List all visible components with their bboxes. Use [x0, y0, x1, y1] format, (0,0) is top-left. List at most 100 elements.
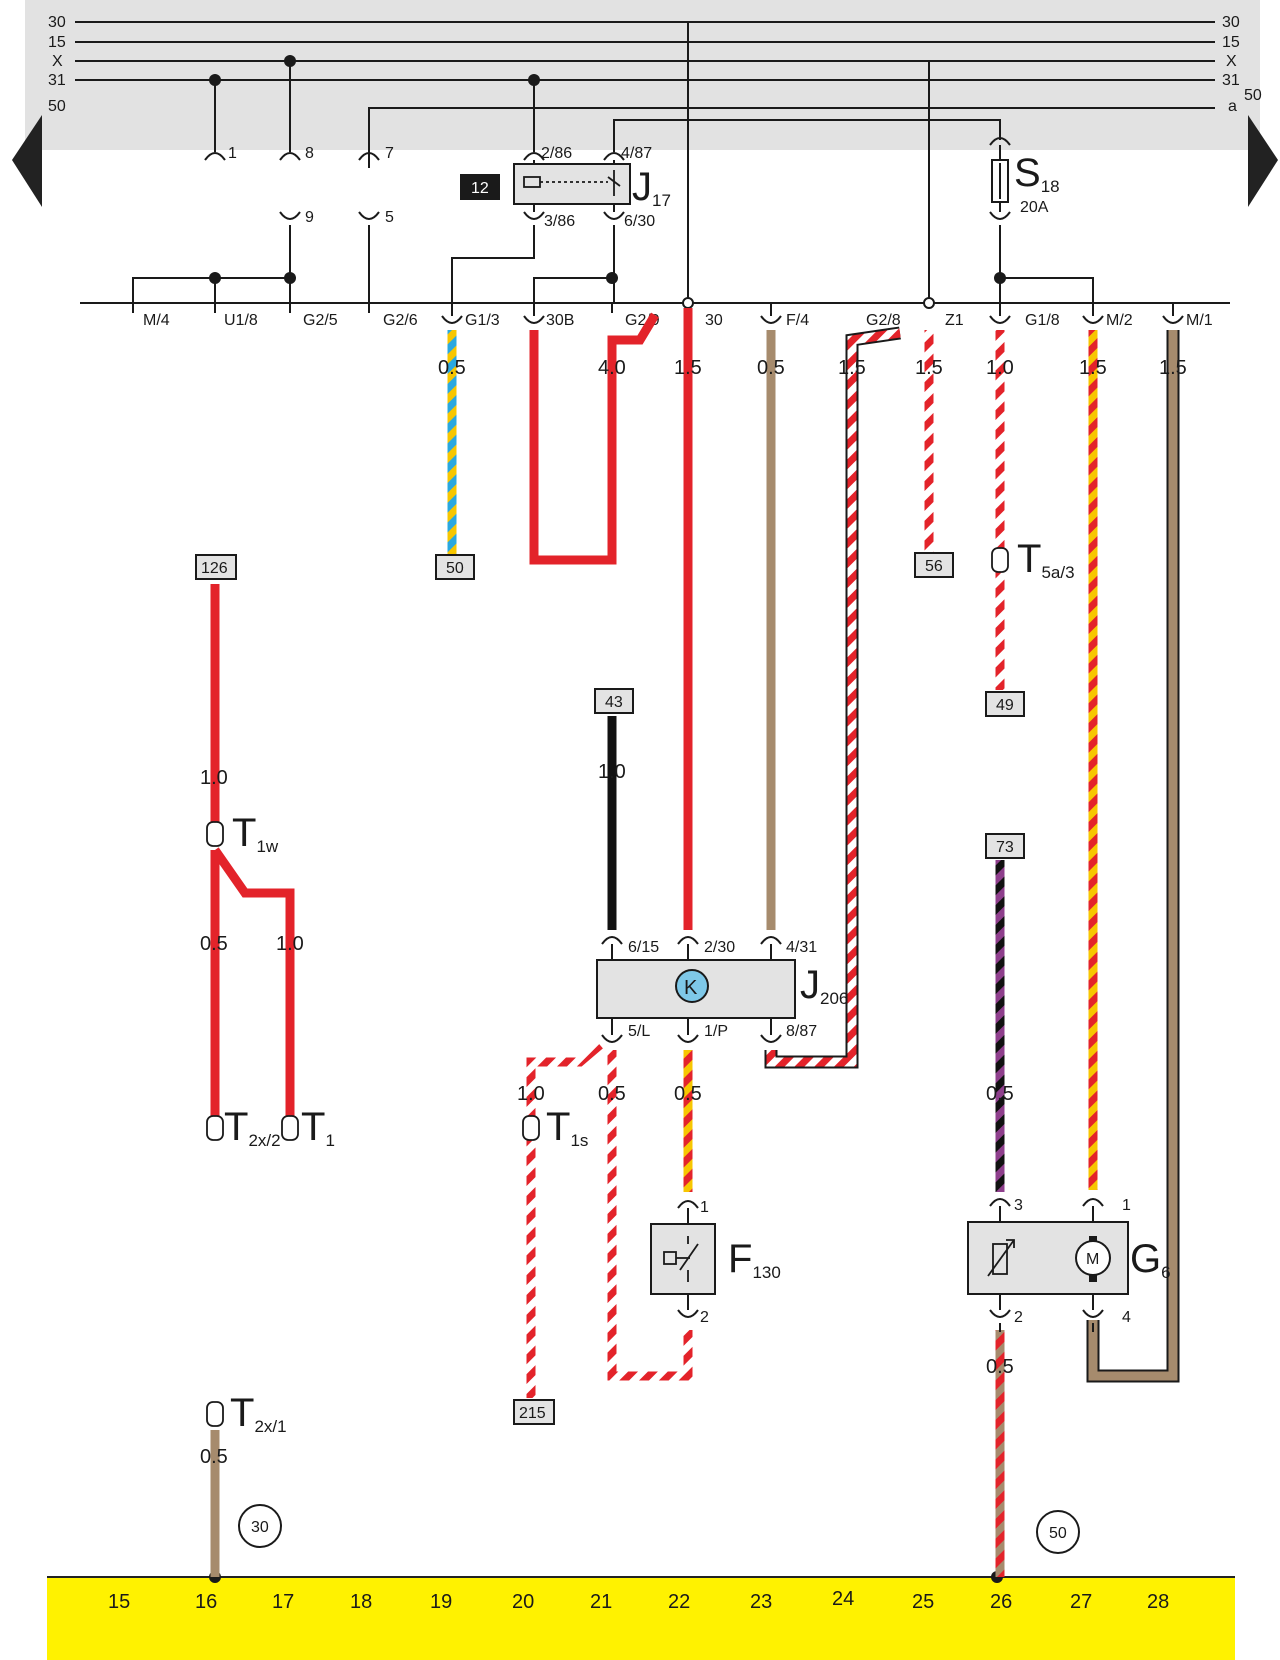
- bus-label-31-left: 31: [48, 72, 66, 89]
- connector-t1w-icon: [206, 821, 224, 847]
- ref-box-49-label: 49: [996, 697, 1014, 714]
- f130-pins: [677, 1200, 699, 1318]
- ref-box-50[interactable]: 50: [435, 554, 475, 580]
- relay-pin-2-86: 2/86: [541, 145, 572, 162]
- track-number-16: 16: [195, 1591, 217, 1613]
- connector-label-8: 8: [305, 145, 314, 162]
- connector-t2x2-icon: [206, 1115, 224, 1141]
- relay-pin-3-86: 3/86: [544, 213, 575, 230]
- wire-t1w-red: [211, 847, 295, 1116]
- connector-t2x1-label: T2x/1: [230, 1391, 287, 1436]
- switch-f130-name: F130: [728, 1237, 781, 1282]
- fuse-s18[interactable]: [989, 145, 1094, 303]
- terminal-g2-6: G2/6: [383, 312, 418, 329]
- terminal-m4: M/4: [143, 312, 170, 329]
- wire-size-43: 1.0: [598, 761, 626, 783]
- sender-g6-name: G6: [1130, 1237, 1171, 1282]
- wire-size-g1-8: 1.0: [986, 357, 1014, 379]
- ref-box-56-label: 56: [925, 558, 943, 575]
- g6-pin-2: 2: [1014, 1309, 1023, 1326]
- ref-box-49[interactable]: 49: [985, 691, 1025, 717]
- connector-label-5: 5: [385, 209, 394, 226]
- connector-t1-label: T1: [301, 1105, 335, 1150]
- ref-box-126-label: 126: [201, 560, 228, 577]
- j206-pin-2-30: 2/30: [704, 939, 735, 956]
- terminal-g2-5: G2/5: [303, 312, 338, 329]
- relay-j17[interactable]: [513, 163, 631, 205]
- j206-pin-6-15: 6/15: [628, 939, 659, 956]
- relay-number: 12: [471, 180, 489, 197]
- connector-t1-icon: [281, 1115, 299, 1141]
- track-number-25: 25: [912, 1591, 934, 1613]
- bus-label-a-right: a: [1228, 98, 1237, 115]
- bus-label-31-right: 31: [1222, 72, 1240, 89]
- connector-t2x2-label: T2x/2: [224, 1105, 281, 1150]
- footer-band: [47, 1577, 1235, 1660]
- circle-ref-50[interactable]: [1036, 1510, 1080, 1554]
- terminal-u1-8: U1/8: [224, 312, 258, 329]
- j206-pin-4-31: 4/31: [786, 939, 817, 956]
- track-number-18: 18: [350, 1591, 372, 1613]
- connector-symbols: [206, 547, 1009, 1427]
- track-number-26: 26: [990, 1591, 1012, 1613]
- fuse-name: S18: [1014, 151, 1060, 196]
- ref-box-43-label: 43: [605, 694, 623, 711]
- pump-motor-icon: M: [1075, 1236, 1111, 1282]
- terminal-z1-node: [923, 297, 935, 309]
- connector-t1s-label: T1s: [546, 1105, 588, 1150]
- wire-30b-loop-red: [529, 312, 659, 565]
- terminal-m2: M/2: [1106, 312, 1133, 329]
- track-number-21: 21: [590, 1591, 612, 1613]
- ref-box-126[interactable]: 126: [195, 554, 237, 580]
- relay-k-icon: [675, 969, 709, 1003]
- track-number-17: 17: [272, 1591, 294, 1613]
- bus-label-x-left: X: [52, 53, 63, 70]
- wire-size-m1: 1.5: [1159, 357, 1187, 379]
- connector-t5a3-icon: [991, 547, 1009, 573]
- g6-pin-4: 4: [1122, 1309, 1131, 1326]
- bus-label-30-right: 30: [1222, 14, 1240, 31]
- ref-box-73[interactable]: 73: [985, 833, 1025, 859]
- terminal-30-node: [682, 297, 694, 309]
- wire-size-j206-c: 0.5: [674, 1083, 702, 1105]
- j206-pin-8-87: 8/87: [786, 1023, 817, 1040]
- j206-pins: [601, 936, 782, 1043]
- track-number-20: 20: [512, 1591, 534, 1613]
- wire-t1s-red-white: [526, 1041, 603, 1130]
- wire-size-126: 1.0: [200, 767, 228, 789]
- switch-f130[interactable]: [650, 1223, 716, 1295]
- connector-t2x1-icon: [206, 1401, 224, 1427]
- fuse-rating: 20A: [1020, 199, 1049, 216]
- ref-box-56[interactable]: 56: [914, 552, 954, 578]
- pump-motor-symbol: M: [1086, 1251, 1099, 1268]
- track-number-23: 23: [750, 1591, 772, 1613]
- ref-box-50-label: 50: [446, 560, 464, 577]
- connector-t1w-label: T1w: [232, 811, 279, 856]
- ref-box-43[interactable]: 43: [594, 688, 634, 714]
- circle-ref-30[interactable]: [238, 1504, 282, 1548]
- relay-name: J17: [632, 165, 671, 210]
- bus-label-15-right: 15: [1222, 34, 1240, 51]
- terminal-30b: 30B: [546, 312, 574, 329]
- wire-size-g6-b: 0.5: [986, 1356, 1014, 1378]
- pressure-switch-icon: [663, 1236, 699, 1282]
- ref-box-73-label: 73: [996, 839, 1014, 856]
- module-j206-name: J206: [800, 963, 848, 1008]
- j206-pin-1-p: 1/P: [704, 1023, 728, 1040]
- wire-size-g2-9: 4.0: [598, 357, 626, 379]
- wires: [210, 308, 1180, 1577]
- terminal-z1: Z1: [945, 312, 964, 329]
- ref-box-215[interactable]: 215: [513, 1399, 555, 1425]
- next-page-arrow-icon[interactable]: [1248, 115, 1278, 207]
- track-number-27: 27: [1070, 1591, 1092, 1613]
- wire-size-30: 1.5: [674, 357, 702, 379]
- relay-pin-6-30: 6/30: [624, 213, 655, 230]
- relay-number-badge: [460, 174, 500, 200]
- previous-page-arrow-icon[interactable]: [12, 115, 42, 207]
- g6-pins: [989, 1198, 1104, 1332]
- wire-5l-red-white: [607, 1050, 693, 1381]
- terminal-30: 30: [705, 312, 723, 329]
- connector-label-1: 1: [228, 145, 237, 162]
- f130-pin-2: 2: [700, 1309, 709, 1326]
